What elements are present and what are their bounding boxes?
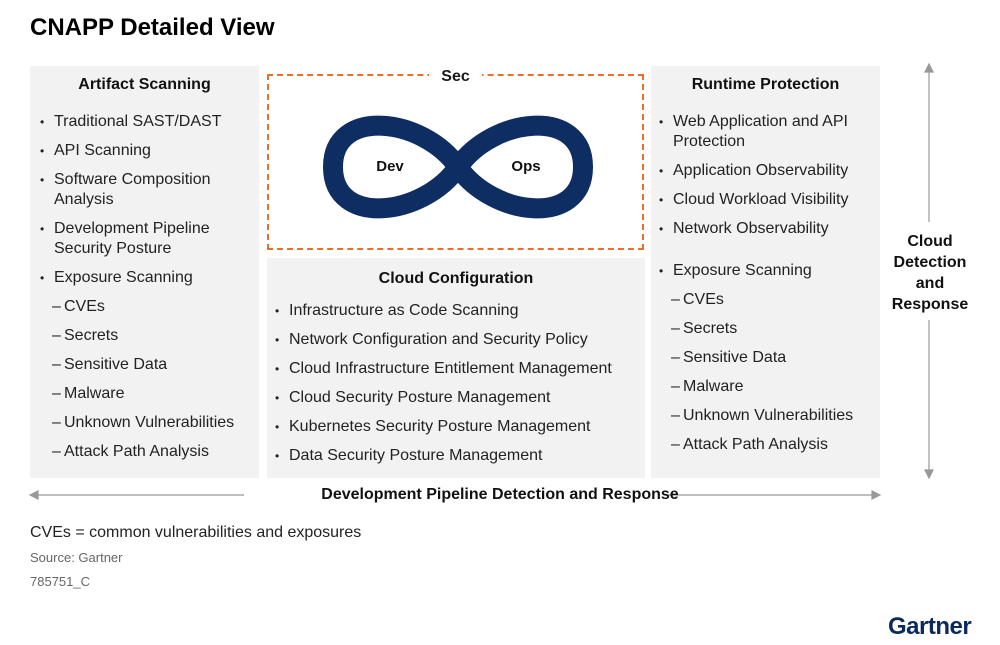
list-item: Software Composition Analysis xyxy=(40,170,255,210)
gartner-logo: Gartner xyxy=(888,613,972,640)
artifact-scanning-panel: Artifact Scanning Traditional SAST/DAST A… xyxy=(30,66,259,478)
ops-label: Ops xyxy=(511,158,540,175)
cloud-configuration-list: Infrastructure as Code ScanningNetwork C… xyxy=(275,301,643,475)
cdr-line-2: Detection xyxy=(893,254,967,271)
list-item: API Scanning xyxy=(40,141,255,161)
cdr-line-4: Response xyxy=(891,296,969,313)
artifact-scanning-heading: Artifact Scanning xyxy=(78,76,211,93)
list-item: Cloud Security Posture Management xyxy=(275,388,643,408)
runtime-protection-panel: Runtime Protection Web Application and A… xyxy=(651,66,880,478)
list-item: Unknown Vulnerabilities xyxy=(40,413,255,433)
list-item: Infrastructure as Code Scanning xyxy=(275,301,643,321)
list-item: Attack Path Analysis xyxy=(659,435,878,455)
list-item: Secrets xyxy=(659,319,878,339)
list-item: Malware xyxy=(40,384,255,404)
cdr-arrowhead-down xyxy=(924,469,934,480)
list-item: Sensitive Data xyxy=(659,348,878,368)
list-item: Data Security Posture Management xyxy=(275,446,643,466)
artifact-scanning-list: Traditional SAST/DAST API ScanningSoftwar… xyxy=(40,112,255,471)
cloud-detection-response-label: Cloud Detection and Response xyxy=(882,231,978,315)
list-item: Sensitive Data xyxy=(40,355,255,375)
cdr-line-3: and xyxy=(915,275,945,292)
source-text: Source: Gartner xyxy=(30,550,123,565)
footnote: CVEs = common vulnerabilities and exposu… xyxy=(30,524,362,541)
list-item: Application Observability xyxy=(659,161,878,181)
sec-box: Sec xyxy=(267,68,644,250)
sec-label: Sec xyxy=(429,68,482,85)
runtime-protection-list: Web Application and API ProtectionApplic… xyxy=(659,112,878,464)
list-item: Web Application and API Protection xyxy=(659,112,878,152)
devops-infinity-icon: Dev Ops xyxy=(323,115,593,219)
list-item: CVEs xyxy=(659,290,878,310)
dev-label: Dev xyxy=(376,158,404,175)
pipeline-arrowhead-right xyxy=(871,490,882,500)
list-item: Unknown Vulnerabilities xyxy=(659,406,878,426)
list-item: CVEs xyxy=(40,297,255,317)
infinity-loop xyxy=(323,115,593,219)
list-item: Traditional SAST/DAST xyxy=(40,112,255,132)
list-item: Secrets xyxy=(40,326,255,346)
list-item: Network Configuration and Security Polic… xyxy=(275,330,643,350)
pipeline-detection-response-label: Development Pipeline Detection and Respo… xyxy=(321,486,679,503)
page-title: CNAPP Detailed View xyxy=(30,14,275,41)
runtime-protection-heading: Runtime Protection xyxy=(691,76,840,93)
list-item: Cloud Infrastructure Entitlement Managem… xyxy=(275,359,643,379)
list-item: Exposure Scanning xyxy=(40,268,255,288)
list-item: Cloud Workload Visibility xyxy=(659,190,878,210)
pipeline-arrowhead-left xyxy=(28,490,39,500)
cdr-line-1: Cloud xyxy=(907,233,953,250)
list-item: Network Observability xyxy=(659,219,878,239)
figure-code: 785751_C xyxy=(30,574,90,589)
list-item: Attack Path Analysis xyxy=(40,442,255,462)
list-item: Malware xyxy=(659,377,878,397)
list-item: Development Pipeline Security Posture xyxy=(40,219,255,259)
list-item: Exposure Scanning xyxy=(659,261,878,281)
cdr-arrowhead-up xyxy=(924,62,934,73)
list-item: Kubernetes Security Posture Management xyxy=(275,417,643,437)
cloud-configuration-panel: Cloud Configuration Infrastructure as Co… xyxy=(267,258,645,478)
cloud-configuration-heading: Cloud Configuration xyxy=(378,270,534,287)
